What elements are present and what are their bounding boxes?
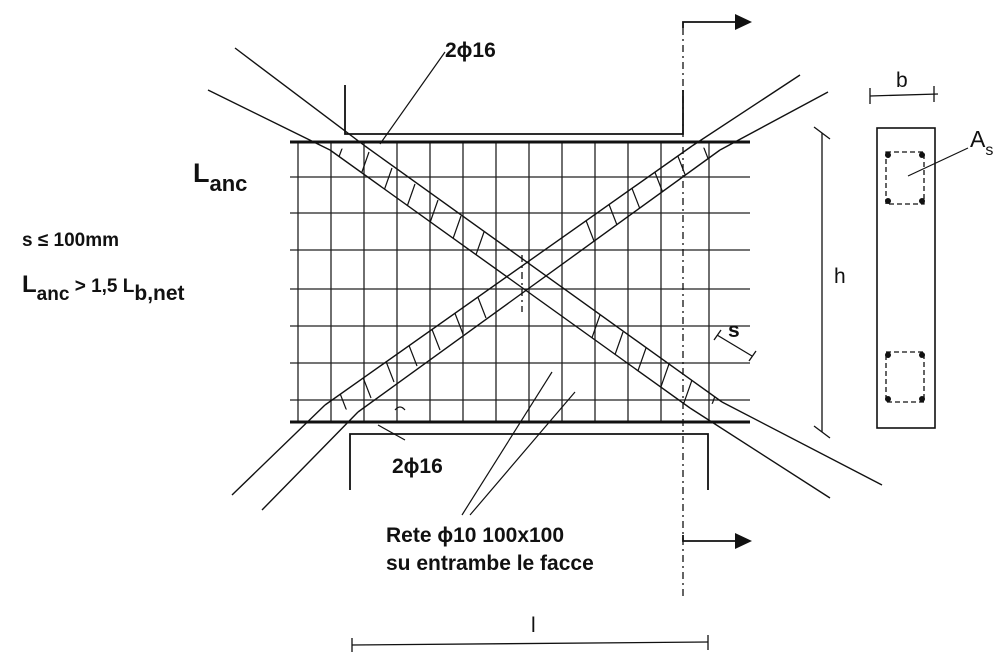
- length-dimension: [351, 635, 709, 652]
- mesh-horizontal-bars: [290, 176, 750, 401]
- mesh-leader-2: [469, 391, 576, 516]
- mesh-label-line2: su entrambe le facce: [386, 552, 594, 575]
- diagonal-stirrups-a: [333, 146, 716, 408]
- top-bars-leader: [379, 51, 446, 145]
- section-cut-line: [682, 14, 752, 600]
- mesh-label-line1: Rete ϕ10 100x100: [386, 524, 564, 547]
- section-outline: [876, 127, 936, 429]
- bottom-bar-bracket: [349, 433, 709, 490]
- length-label: l: [531, 614, 536, 637]
- top-bar-bracket: [344, 85, 684, 135]
- l-anc-label: Lanc: [193, 158, 247, 196]
- top-reinforcement-cage: [885, 151, 925, 205]
- diagonal-stirrups-b: [333, 146, 710, 412]
- bottom-reinforcement-cage: [885, 351, 925, 403]
- beam-elevation: [207, 14, 883, 600]
- stirrup-spacing-dimension: [713, 329, 757, 362]
- stirrup-spacing-label: s: [728, 319, 740, 342]
- spacing-rule-label: s ≤ 100mm: [22, 230, 119, 251]
- cross-section: [869, 86, 969, 429]
- top-bars-label: 2ϕ16: [445, 39, 496, 62]
- bottom-bars-label: 2ϕ16: [392, 455, 443, 478]
- alpha-angle-mark: [394, 406, 406, 411]
- diagonal-bar-group-a: [207, 47, 883, 499]
- height-dimension: [813, 126, 831, 439]
- width-label: b: [896, 69, 908, 92]
- height-label: h: [834, 265, 846, 288]
- width-dimension: [869, 86, 939, 104]
- section-arrow-bottom-icon: [735, 533, 752, 549]
- steel-area-label: As: [970, 126, 993, 159]
- bottom-bars-leader: [377, 424, 406, 441]
- steel-area-leader: [907, 147, 969, 177]
- anchorage-rule-label: Lanc > 1,5 Lb,net: [22, 271, 185, 305]
- reinforcement-mesh-grid: [290, 142, 750, 422]
- mesh-leader-1: [461, 371, 553, 516]
- section-arrow-top-icon: [735, 14, 752, 30]
